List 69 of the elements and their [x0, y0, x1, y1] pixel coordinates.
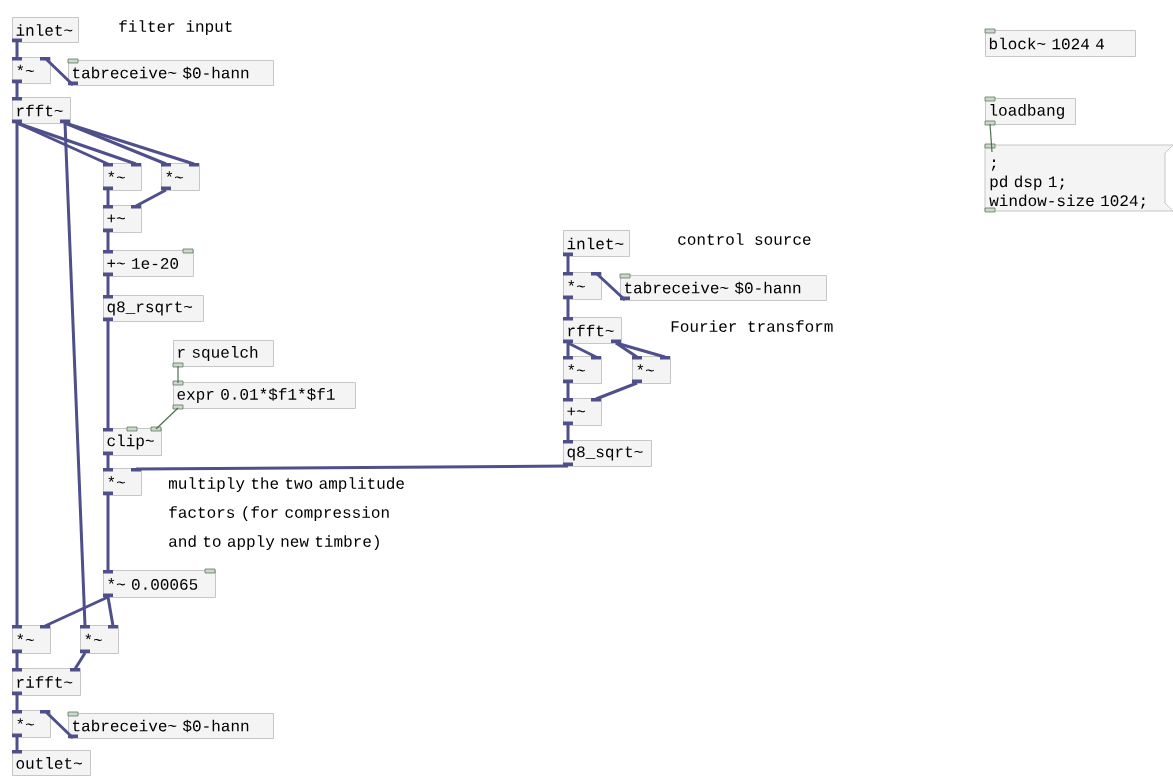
- object-box: *~ 0.00065: [103, 568, 216, 598]
- object-box: tabreceive~ $0-hann: [67, 711, 274, 739]
- object-box: block~ 1024 4: [984, 28, 1136, 57]
- object-box: loadbang: [984, 96, 1076, 126]
- connection-line: [135, 188, 167, 208]
- connection-line: [566, 425, 570, 441]
- comment-text: control source: [678, 233, 811, 245]
- connection-line: [106, 495, 110, 571]
- connection-line: [73, 652, 87, 670]
- object-box: *~: [12, 625, 51, 654]
- connection-line: [566, 299, 570, 318]
- connection-line: [15, 695, 19, 711]
- object-box: rifft~: [12, 668, 81, 696]
- connection-line: [43, 709, 75, 740]
- connection-line: [136, 464, 568, 471]
- object-box: *~: [103, 468, 142, 496]
- connection-line: [15, 653, 19, 669]
- object-box: inlet~: [563, 230, 630, 257]
- object-box: tabreceive~ $0-hann: [619, 273, 827, 301]
- connection-line: [566, 256, 570, 273]
- connection-line: [43, 56, 75, 87]
- object-box: q8_rsqrt~: [103, 295, 204, 322]
- connection-line: [567, 341, 597, 359]
- object-box: inlet~: [12, 17, 79, 43]
- message-box: ; pd dsp 1; window-size 1024;: [984, 143, 1173, 213]
- connection-line: [106, 276, 110, 296]
- connection-line: [63, 122, 87, 627]
- connection-line: [15, 737, 19, 751]
- object-box: r squelch: [172, 340, 274, 368]
- connection-line: [15, 42, 19, 58]
- connection-line: [44, 595, 109, 628]
- object-box: clip~: [103, 426, 162, 456]
- object-box: +~ 1e-20: [103, 248, 194, 277]
- connection-line: [64, 121, 195, 166]
- object-box: rfft~: [12, 97, 71, 124]
- comment-text: multiply the two amplitude factors (for compression and to apply new timbre): [169, 477, 404, 551]
- object-box: +~: [103, 205, 142, 233]
- object-box: tabreceive~ $0-hann: [67, 58, 274, 86]
- connection-line: [106, 321, 110, 429]
- object-box: *~: [103, 163, 142, 191]
- connection-line: [595, 271, 627, 302]
- object-box: *~: [632, 356, 671, 384]
- object-box: +~: [563, 398, 602, 426]
- connection-line: [106, 190, 110, 206]
- object-box: q8_sqrt~: [563, 440, 652, 467]
- comment-text: Fourier transform: [671, 320, 833, 332]
- object-box: *~: [161, 163, 200, 191]
- comment-text: filter input: [119, 20, 232, 36]
- connection-line: [566, 383, 570, 399]
- object-box: *~: [563, 356, 602, 384]
- connection-line: [615, 341, 666, 359]
- object-box: expr 0.01*$f1*$f1: [172, 380, 356, 410]
- connection-line: [106, 455, 110, 469]
- connection-line: [106, 596, 115, 627]
- object-box: outlet~: [12, 750, 91, 776]
- connection-line: [566, 343, 570, 357]
- connection-line: [177, 365, 179, 384]
- connection-line: [106, 232, 110, 251]
- object-box: *~: [80, 625, 119, 654]
- object-box: rfft~: [563, 317, 622, 344]
- object-box: *~: [563, 272, 602, 300]
- object-box: *~: [12, 57, 51, 84]
- object-box: *~: [12, 710, 51, 738]
- connection-line: [595, 381, 638, 401]
- connection-line: [989, 123, 993, 153]
- connection-line: [155, 407, 179, 430]
- connection-line: [15, 123, 19, 626]
- connection-line: [15, 83, 19, 98]
- connection-line: [16, 121, 137, 166]
